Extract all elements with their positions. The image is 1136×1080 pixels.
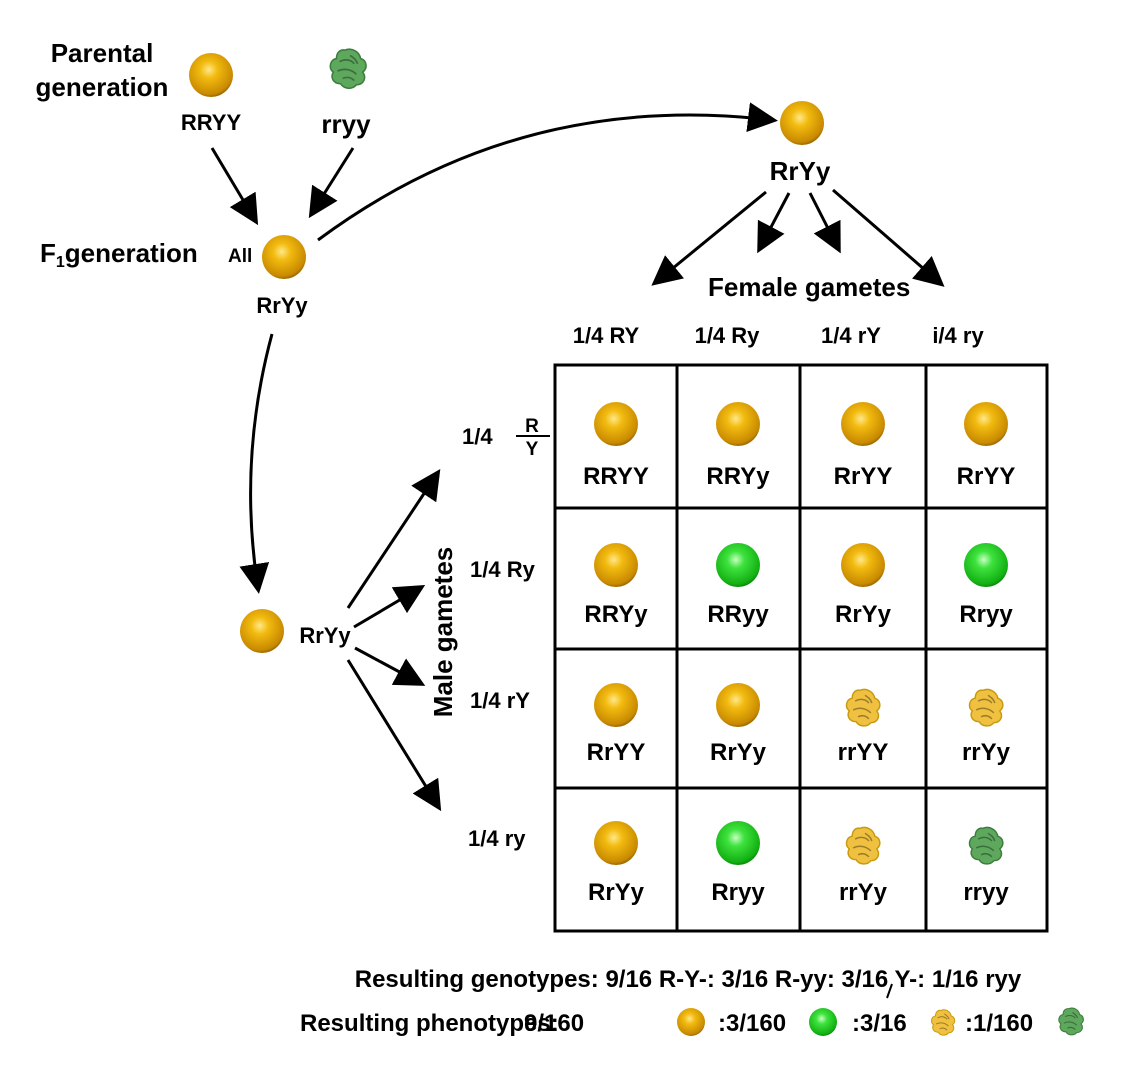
male-gamete-header: 1/4 Ry	[470, 557, 536, 582]
male-gamete-header: 1/4	[462, 424, 493, 449]
arrow	[354, 646, 426, 686]
phenotype-ratio-yellow-round: 9/160	[524, 1010, 584, 1037]
yellow-wrinkled-pea-icon	[845, 826, 881, 865]
parental-generation-label: generation	[36, 72, 169, 102]
arrow	[308, 147, 355, 219]
cell-genotype: RrYY	[587, 739, 646, 766]
cell-genotype: rrYY	[838, 739, 889, 766]
female-gametes-label: Female gametes	[708, 272, 910, 302]
yellow-round-pea-icon	[594, 543, 638, 587]
arrow	[651, 190, 767, 286]
arrow	[210, 147, 259, 226]
phenotype-ratio-green-wrinkled: :1/160	[965, 1010, 1033, 1037]
arrow	[239, 333, 274, 594]
cell-genotype: Rryy	[959, 601, 1013, 628]
male-gamete-header: R	[525, 416, 539, 437]
female-parent-genotype: RrYy	[770, 156, 831, 186]
cell-genotype: RRYY	[583, 463, 649, 490]
yellow-round-pea-icon	[262, 235, 306, 279]
female-gamete-header: 1/4 Ry	[695, 323, 761, 348]
f1-genotype: RrYy	[256, 293, 308, 318]
yellow-round-pea-icon	[964, 402, 1008, 446]
male-gamete-header: Y	[526, 439, 539, 460]
yellow-round-pea-icon	[594, 402, 638, 446]
yellow-round-pea-icon	[189, 53, 233, 97]
male-gamete-header: 1/4 ry	[468, 826, 526, 851]
green-wrinkled-pea-icon	[329, 48, 367, 90]
all-label: All	[228, 246, 252, 267]
cell-genotype: RrYy	[588, 879, 645, 906]
arrow	[346, 469, 441, 609]
green-wrinkled-pea-icon	[968, 826, 1004, 865]
male-parent-genotype: RrYy	[299, 623, 351, 648]
arrow	[317, 102, 778, 242]
female-gamete-header: 1/4 rY	[821, 323, 881, 348]
phenotype-ratio-green-round: :3/160	[718, 1010, 786, 1037]
parent1-genotype: RRYY	[181, 110, 242, 135]
male-gamete-header: 1/4 rY	[470, 688, 530, 713]
cell-genotype: RrYY	[834, 463, 893, 490]
resulting-genotypes: Resulting genotypes: 9/16 R-Y-: 3/16 R-y…	[355, 966, 1022, 993]
yellow-round-pea-icon	[780, 101, 824, 145]
yellow-round-pea-icon	[841, 543, 885, 587]
yellow-round-pea-icon	[677, 1008, 705, 1036]
cell-genotype: RRYy	[706, 463, 770, 490]
green-wrinkled-pea-icon	[1058, 1007, 1084, 1036]
yellow-wrinkled-pea-icon	[845, 688, 881, 727]
arrow	[346, 659, 442, 812]
arrow	[757, 192, 791, 254]
green-round-pea-icon	[809, 1008, 837, 1036]
parent2-genotype: rryy	[321, 109, 371, 139]
fraction-slash	[886, 983, 893, 999]
green-round-pea-icon	[964, 543, 1008, 587]
yellow-wrinkled-pea-icon	[968, 688, 1004, 727]
cell-genotype: rrYy	[839, 879, 888, 906]
yellow-round-pea-icon	[240, 609, 284, 653]
female-gamete-header: i/4 ry	[932, 323, 984, 348]
cell-genotype: RRyy	[707, 601, 769, 628]
f1-generation-label: F1generation	[40, 238, 198, 271]
female-gamete-header: 1/4 RY	[573, 323, 640, 348]
cell-genotype: Rryy	[711, 879, 765, 906]
yellow-round-pea-icon	[594, 683, 638, 727]
resulting-phenotypes-label: Resulting phenotypes:	[300, 1010, 559, 1037]
yellow-round-pea-icon	[594, 821, 638, 865]
yellow-round-pea-icon	[716, 683, 760, 727]
cell-genotype: rrYy	[962, 739, 1011, 766]
yellow-wrinkled-pea-icon	[931, 1009, 956, 1036]
phenotype-ratio-yellow-wrinkled: :3/16	[852, 1010, 907, 1037]
male-gametes-label: Male gametes	[428, 547, 458, 718]
parental-generation-label: Parental	[51, 38, 154, 68]
cell-genotype: RrYY	[957, 463, 1016, 490]
punnett-grid	[553, 363, 1049, 933]
green-round-pea-icon	[716, 543, 760, 587]
cell-genotype: rryy	[963, 879, 1009, 906]
arrow	[808, 192, 841, 254]
yellow-round-pea-icon	[841, 402, 885, 446]
green-round-pea-icon	[716, 821, 760, 865]
cell-genotype: RRYy	[584, 601, 648, 628]
cell-genotype: RrYy	[710, 739, 767, 766]
cell-genotype: RrYy	[835, 601, 892, 628]
yellow-round-pea-icon	[716, 402, 760, 446]
arrow	[832, 188, 945, 287]
arrow	[353, 584, 426, 629]
